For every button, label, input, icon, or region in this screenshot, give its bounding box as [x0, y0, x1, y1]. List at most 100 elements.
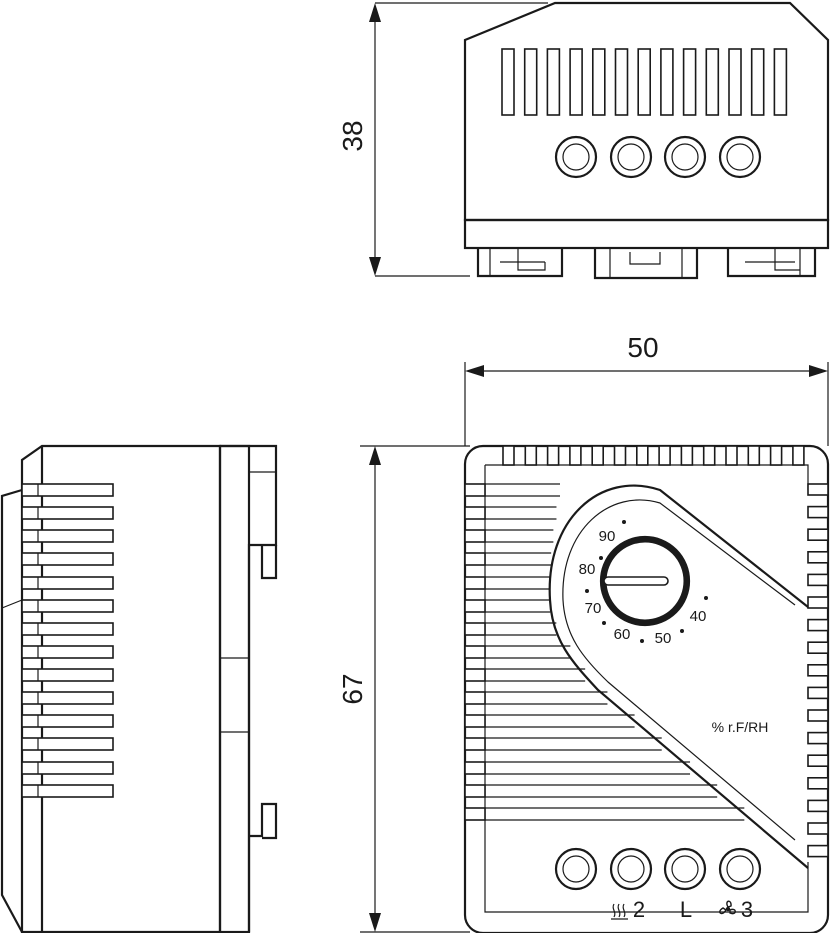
- side-vent-fin: [21, 576, 114, 590]
- terminal-screw[interactable]: [718, 135, 762, 179]
- top-vent-slot: [660, 48, 674, 116]
- front-top-tooth: [524, 445, 538, 466]
- front-top-tooth: [725, 445, 738, 466]
- front-side-tooth: [807, 641, 829, 655]
- front-top-tooth: [591, 445, 605, 466]
- side-vent-slots: [21, 483, 114, 798]
- side-vent-fin: [21, 784, 114, 798]
- front-side-tooth: [807, 754, 829, 768]
- front-side-tooth: [807, 822, 829, 835]
- front-side-tooth: [807, 528, 829, 542]
- front-top-tooth: [658, 445, 671, 466]
- dial-housing-inner: [562, 499, 796, 841]
- side-vent-fin: [21, 737, 114, 751]
- front-vent-fin: [464, 622, 486, 636]
- front-vent-fin: [464, 576, 486, 590]
- front-view-inner-frame: [484, 464, 809, 913]
- side-vent-fin: [21, 599, 114, 613]
- side-vent-fin: [21, 552, 114, 566]
- front-side-tooth: [807, 686, 829, 700]
- dimension-height-top: 38: [337, 2, 548, 277]
- side-vent-fin: [21, 691, 114, 705]
- terminal-screw[interactable]: [554, 847, 598, 891]
- top-view: [463, 1, 830, 280]
- top-vent-slot: [728, 48, 742, 116]
- dial-housing: [548, 484, 809, 869]
- top-vent-slot: [750, 48, 765, 116]
- front-top-tooth: [792, 445, 805, 466]
- front-vent-fin: [464, 691, 486, 705]
- scale-label-40: 40: [690, 608, 707, 625]
- terminal-screw[interactable]: [609, 135, 653, 179]
- front-side-tooth: [807, 709, 829, 722]
- top-vent-slot: [614, 48, 629, 116]
- front-vent-fin: [464, 784, 486, 798]
- side-vent-fin: [21, 714, 114, 728]
- front-side-tooth: [807, 573, 829, 587]
- front-vent-fin: [464, 645, 486, 659]
- front-terminals: [554, 847, 762, 891]
- humidity-knob[interactable]: [599, 535, 691, 627]
- top-vent-slot: [705, 48, 720, 116]
- front-view: 90 80 70 60 50 40 % r.F/RH 2 L 3: [463, 444, 830, 933]
- side-vent-fin: [21, 483, 114, 497]
- terminal-fan-label: 3: [741, 897, 753, 922]
- front-vent-fin: [464, 668, 486, 682]
- top-view-base: [463, 218, 830, 250]
- scale-ticks: [585, 520, 708, 643]
- terminal-line-label: L: [680, 897, 692, 922]
- terminal-screw[interactable]: [554, 135, 598, 179]
- front-top-tooth: [502, 445, 515, 466]
- terminal-heater-label: 2: [633, 897, 645, 922]
- scale-label-80: 80: [579, 561, 596, 578]
- top-vent-slots: [501, 48, 788, 116]
- front-vent-fin: [464, 807, 486, 821]
- dimension-50-label: 50: [627, 332, 658, 363]
- fan-icon: [719, 900, 736, 915]
- terminal-screw[interactable]: [663, 135, 707, 179]
- side-vent-fin: [21, 622, 114, 636]
- front-top-tooth: [569, 445, 582, 466]
- top-din-clips: [476, 248, 817, 280]
- front-top-tooth: [635, 445, 649, 466]
- top-vent-slot: [682, 48, 697, 116]
- front-side-tooth: [807, 618, 829, 632]
- front-side-tooth: [807, 799, 829, 813]
- front-top-tooth: [613, 445, 627, 466]
- heater-icon: [611, 903, 628, 920]
- top-vent-slot: [569, 48, 583, 116]
- front-vent-fin: [464, 506, 486, 520]
- front-vent-fin: [464, 761, 486, 775]
- front-top-tooth: [702, 445, 716, 466]
- front-top-tooth: [546, 445, 560, 466]
- front-side-tooth: [807, 505, 829, 519]
- front-side-tooth: [807, 844, 829, 858]
- dimension-38-label: 38: [337, 120, 368, 151]
- knob-pointer: [603, 576, 669, 586]
- top-vent-slot: [591, 48, 606, 116]
- scale-label-70: 70: [585, 600, 602, 617]
- front-top-tooth: [680, 445, 694, 466]
- front-vent-fin: [464, 552, 486, 566]
- side-vent-fin: [21, 529, 114, 543]
- front-vent-fin: [464, 529, 486, 543]
- front-side-teeth: [807, 483, 829, 858]
- top-vent-slot: [523, 48, 538, 116]
- front-side-tooth: [807, 663, 829, 677]
- front-side-tooth: [807, 596, 829, 609]
- side-vent-fin: [21, 645, 114, 659]
- scale-label-90: 90: [599, 528, 616, 545]
- front-vent-slots: [464, 483, 745, 821]
- terminal-screw[interactable]: [609, 847, 653, 891]
- front-vent-fin: [464, 714, 486, 728]
- top-vent-slot: [637, 48, 652, 116]
- side-vent-fin: [21, 668, 114, 682]
- terminal-screw[interactable]: [663, 847, 707, 891]
- front-side-tooth: [807, 731, 829, 745]
- scale-label-50: 50: [655, 630, 672, 647]
- front-vent-fin: [464, 737, 486, 751]
- front-vent-fin: [464, 599, 486, 613]
- top-vent-slot: [501, 48, 515, 116]
- terminal-screw[interactable]: [718, 847, 762, 891]
- dimension-width-front: 50: [464, 332, 829, 446]
